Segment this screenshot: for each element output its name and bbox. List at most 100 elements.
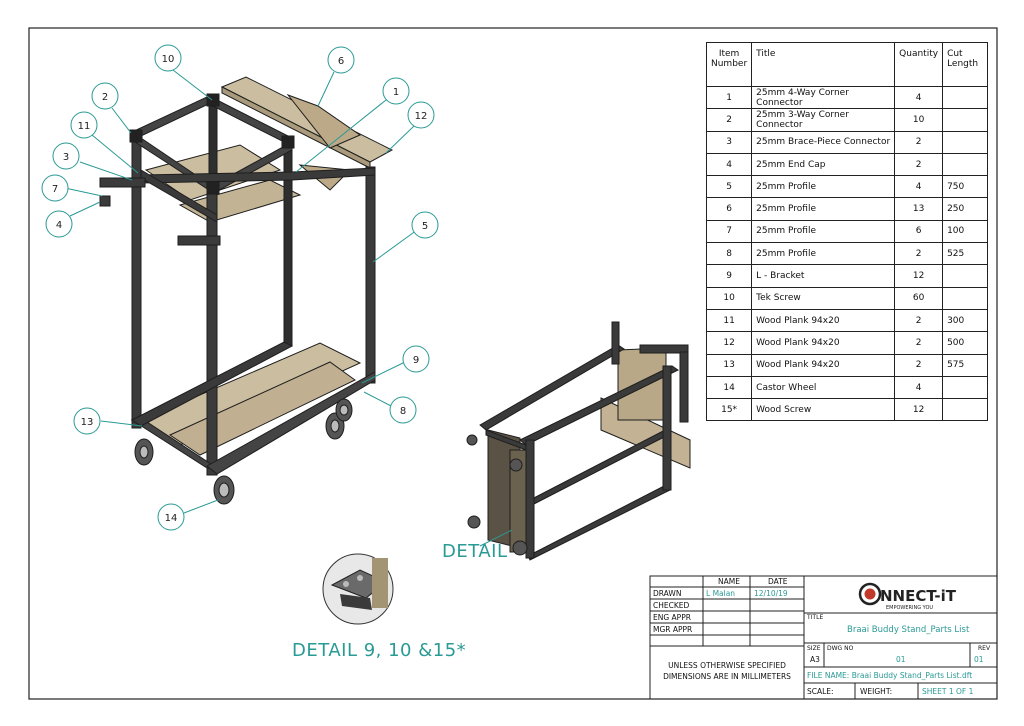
bom-cell-title: Wood Plank 94x20	[751, 308, 896, 333]
bom-cell-cut-length: 250	[942, 197, 989, 221]
bom-cell-item: 15*	[705, 398, 753, 422]
bom-cell-item: 3	[705, 130, 753, 154]
detail-zoom-label: DETAIL 9, 10 &15*	[292, 640, 467, 661]
balloon-1: 1	[393, 87, 399, 98]
tb-checked-label: CHECKED	[653, 601, 690, 610]
bom-header-quantity: Quantity	[894, 42, 944, 87]
bom-cell-quantity: 60	[894, 286, 944, 310]
bom-cell-title: 25mm Profile	[751, 219, 896, 244]
bom-cell-cut-length: 525	[942, 242, 989, 266]
bom-cell-cut-length	[942, 398, 989, 422]
bom-header-cut-length: Cut Length	[942, 42, 989, 87]
balloon-8: 8	[400, 406, 406, 417]
balloon-2: 2	[102, 92, 108, 103]
bom-cell-title: Wood Screw	[751, 398, 896, 422]
tb-title: Braai Buddy Stand_Parts List	[847, 625, 970, 635]
bom-cell-cut-length: 500	[942, 331, 989, 355]
bom-cell-quantity: 10	[894, 108, 944, 132]
balloon-12: 12	[415, 111, 428, 122]
callout-numbers: 10 6 2 1 12 11 3 7 4 5 9 8 13 14	[52, 54, 428, 524]
balloon-13: 13	[81, 417, 94, 428]
bom-cell-item: 14	[705, 375, 753, 400]
bom-cell-cut-length	[942, 286, 989, 310]
tb-mgr-appr-label: MGR APPR	[653, 625, 693, 634]
bom-cell-item: 11	[705, 308, 753, 333]
balloon-7: 7	[52, 184, 58, 195]
bom-header-item: Item Number	[705, 42, 753, 87]
bom-cell-cut-length: 300	[942, 308, 989, 333]
tb-size-label: SIZE	[807, 645, 821, 652]
bom-cell-title: 25mm Profile	[751, 242, 896, 266]
bom-cell-item: 6	[705, 197, 753, 221]
tb-drawn-name: L Malan	[706, 589, 736, 598]
bom-cell-title: 25mm 4-Way Corner Connector	[751, 85, 896, 110]
bom-cell-quantity: 2	[894, 242, 944, 266]
bom-cell-item: 1	[705, 85, 753, 110]
bom-cell-item: 13	[705, 353, 753, 377]
bom-cell-item: 2	[705, 108, 753, 132]
bom-header-title: Title	[751, 42, 896, 87]
bom-cell-quantity: 13	[894, 197, 944, 221]
balloon-11: 11	[78, 121, 91, 132]
bom-cell-cut-length	[942, 152, 989, 177]
sheet-border	[28, 27, 998, 700]
callout-balloons	[41, 44, 439, 531]
bom-cell-cut-length	[942, 108, 989, 132]
bom-cell-quantity: 2	[894, 308, 944, 333]
balloon-9: 9	[413, 355, 419, 366]
tb-dwg-no: 01	[896, 655, 906, 664]
stand-isometric-view	[99, 76, 394, 505]
tb-file-name: FILE NAME: Braai Buddy Stand_Parts List.…	[807, 671, 973, 680]
bom-cell-item: 5	[705, 175, 753, 199]
bom-cell-quantity: 12	[894, 264, 944, 288]
bom-cell-item: 12	[705, 331, 753, 355]
svg-text:NNECT-iT: NNECT-iT	[880, 587, 957, 605]
svg-text:EMPOWERING YOU: EMPOWERING YOU	[886, 605, 933, 611]
bom-cell-title: Castor Wheel	[751, 375, 896, 400]
tb-drawn-date: 12/10/19	[754, 589, 788, 598]
bom-cell-title: Wood Plank 94x20	[751, 353, 896, 377]
tb-weight: WEIGHT:	[860, 687, 893, 696]
bom-cell-cut-length	[942, 264, 989, 288]
bom-cell-cut-length	[942, 375, 989, 400]
title-block	[649, 575, 998, 700]
bom-cell-quantity: 6	[894, 219, 944, 244]
tb-eng-appr-label: ENG APPR	[653, 613, 691, 622]
bom-cell-title: 25mm Brace-Piece Connector	[751, 130, 896, 154]
bom-cell-title: L - Bracket	[751, 264, 896, 288]
bom-cell-quantity: 4	[894, 85, 944, 110]
balloon-5: 5	[422, 221, 428, 232]
tb-drawn-label: DRAWN	[653, 589, 682, 598]
connect-it-logo: NNECT-iT EMPOWERING YOU	[858, 582, 957, 611]
tb-size: A3	[810, 655, 820, 664]
tb-scale: SCALE:	[807, 687, 834, 696]
tb-rev-label: REV	[978, 645, 991, 652]
bom-cell-quantity: 4	[894, 175, 944, 199]
bom-cell-cut-length: 750	[942, 175, 989, 199]
bom-cell-cut-length: 575	[942, 353, 989, 377]
bom-cell-title: 25mm 3-Way Corner Connector	[751, 108, 896, 132]
bom-cell-item: 10	[705, 286, 753, 310]
bom-cell-quantity: 2	[894, 130, 944, 154]
bom-cell-cut-length	[942, 130, 989, 154]
detail-label: DETAIL	[442, 541, 508, 562]
tb-date-header: DATE	[768, 577, 788, 586]
bom-cell-item: 7	[705, 219, 753, 244]
bom-cell-title: Tek Screw	[751, 286, 896, 310]
